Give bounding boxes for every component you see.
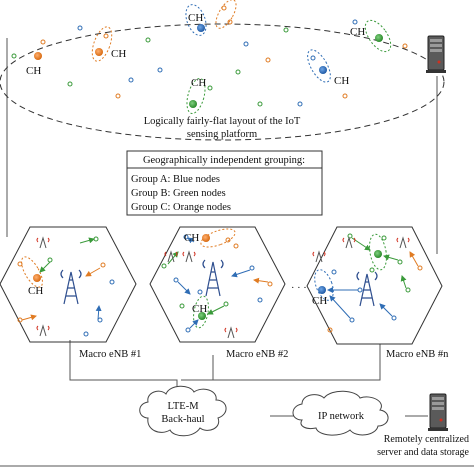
ip-network-label: IP network — [318, 411, 365, 422]
small-antenna-icon — [36, 324, 50, 337]
connection-lines — [6, 38, 438, 417]
grouping-box — [126, 150, 323, 216]
backhaul-label-line2: Back-haul — [161, 414, 204, 425]
cell-tower-icon — [356, 271, 378, 307]
grouping-title: Geographically independent grouping: — [143, 155, 305, 166]
server-icon — [428, 393, 448, 431]
ch-label: CH — [184, 232, 199, 244]
cells-ellipsis: · · · — [291, 283, 307, 294]
cell-tower-icon — [202, 259, 224, 297]
small-antenna-icon — [36, 236, 50, 249]
ch-label: CH — [26, 65, 41, 77]
macro-enb-label: Macro eNB #1 — [79, 349, 141, 360]
cell-tower-icon — [60, 269, 82, 305]
macro-cell-n — [306, 226, 443, 345]
small-antenna-icon — [312, 250, 326, 263]
top-sensor-nodes — [11, 0, 408, 115]
small-antenna-icon — [164, 250, 178, 263]
grouping-item: Group B: Green nodes — [131, 188, 226, 199]
grouping-item: Group A: Blue nodes — [131, 174, 220, 185]
platform-caption-line2: sensing platform — [187, 129, 257, 140]
ch-label: CH — [111, 48, 126, 60]
ch-label: CH — [28, 285, 43, 297]
grouping-item: Group C: Orange nodes — [131, 202, 231, 213]
ch-label: CH — [350, 26, 365, 38]
macro-enb-label: Macro eNB #n — [386, 349, 449, 360]
iot-platform-ellipse — [0, 23, 445, 141]
small-antenna-icon — [182, 250, 196, 263]
server-label-line1: Remotely centralized — [384, 434, 469, 445]
ch-label: CH — [191, 77, 206, 89]
ip-network-cloud: IP network — [292, 390, 389, 436]
small-antenna-icon — [224, 326, 238, 339]
small-antenna-icon — [396, 236, 410, 249]
small-antenna-icon — [342, 236, 356, 249]
server-label-line2: server and data storage — [377, 447, 469, 458]
ch-label: CH — [334, 75, 349, 87]
ch-label: CH — [312, 295, 327, 307]
macro-cell-1 — [0, 226, 137, 343]
platform-caption-line1: Logically fairly-flat layout of the IoT — [144, 116, 301, 127]
ch-label: CH — [192, 303, 207, 315]
lte-m-backhaul-cloud: LTE-M Back-haul — [139, 385, 227, 437]
server-icon — [426, 35, 446, 73]
macro-enb-label: Macro eNB #2 — [226, 349, 288, 360]
macro-cell-2 — [149, 226, 286, 343]
ch-label: CH — [188, 12, 203, 24]
backhaul-label-line1: LTE-M — [167, 401, 199, 412]
